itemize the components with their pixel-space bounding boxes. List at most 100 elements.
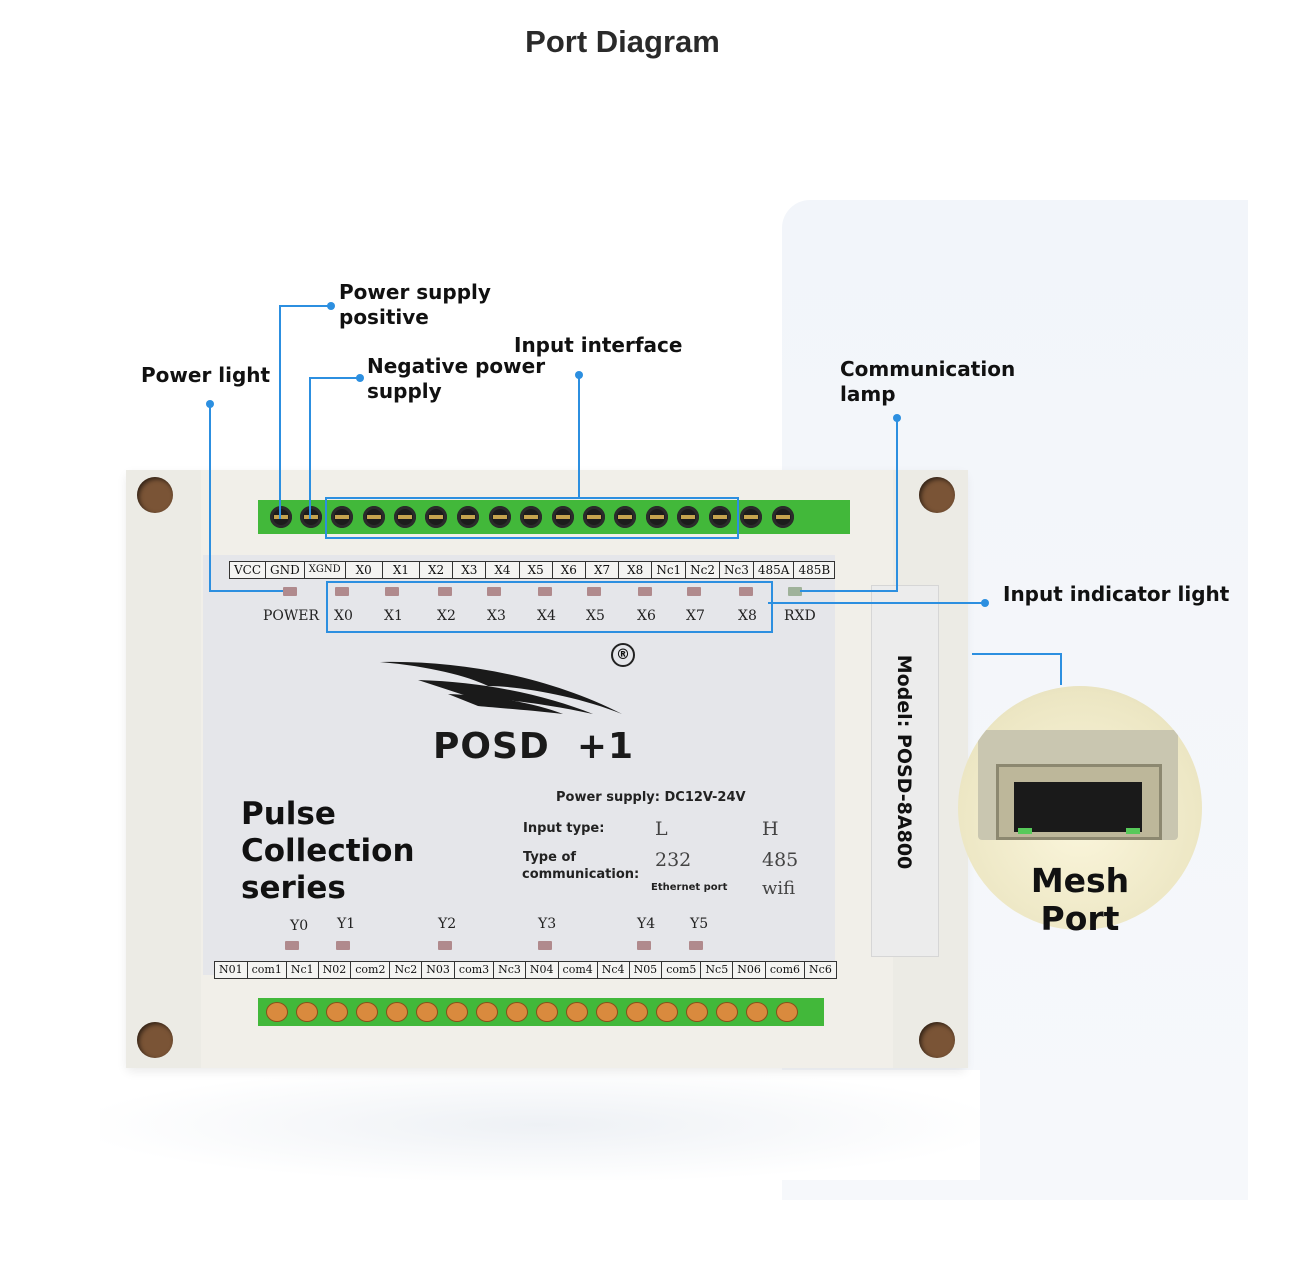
- output-label: Y0: [290, 918, 309, 934]
- terminal-screw: [356, 1002, 378, 1022]
- mesh-port-zoom: [958, 686, 1202, 930]
- series-line: Pulse: [241, 796, 336, 832]
- callout-line-text: positive: [339, 305, 429, 329]
- communication-lamp-leader: [896, 418, 898, 592]
- callout-dot: [575, 371, 583, 379]
- terminal-label: N04: [526, 962, 559, 978]
- comm-232: 232: [655, 849, 692, 871]
- port-led: [1018, 828, 1032, 834]
- terminal-label: Nc4: [598, 962, 630, 978]
- terminal-screw: [520, 506, 542, 528]
- output-label: Y5: [690, 916, 709, 932]
- device-shadow: [100, 1070, 980, 1180]
- rxd-led: [788, 587, 802, 596]
- series-line: Collection: [241, 833, 415, 869]
- terminal-screw: [425, 506, 447, 528]
- page-title: Port Diagram: [525, 24, 720, 59]
- terminal-label: GND: [266, 562, 305, 578]
- mounting-hole: [137, 1022, 173, 1058]
- terminal-label: Nc3: [720, 562, 754, 578]
- mesh-port-label: Mesh Port: [1018, 862, 1142, 938]
- terminal-label: 485B: [798, 563, 831, 577]
- terminal-block-top: [258, 500, 850, 534]
- negative-power-leader: [309, 377, 359, 379]
- terminal-screw: [656, 1002, 678, 1022]
- mesh-port-line: Port: [1040, 899, 1120, 938]
- terminal-label: 485A: [754, 562, 795, 578]
- terminal-label: Nc3: [494, 962, 526, 978]
- input-interface-highlight: [325, 497, 739, 539]
- terminal-screw: [506, 1002, 528, 1022]
- terminal-screw: [596, 1002, 618, 1022]
- terminal-label: X1: [383, 562, 420, 578]
- terminal-label: X0: [346, 562, 383, 578]
- terminal-screw: [626, 1002, 648, 1022]
- terminal-screw: [646, 506, 668, 528]
- terminal-label: X2: [420, 562, 454, 578]
- terminal-label: com1: [248, 962, 287, 978]
- input-led-label: X4: [537, 608, 556, 624]
- callout-power-light: Power light: [141, 363, 271, 387]
- comm-485: 485: [762, 849, 799, 871]
- terminal-label: com5: [662, 962, 702, 978]
- terminal-screw: [489, 506, 511, 528]
- output-led: [336, 941, 350, 950]
- brand-name: POSD +1: [433, 726, 635, 767]
- brand-logo-swoosh: [380, 661, 622, 714]
- callout-line-text: Negative power: [367, 354, 546, 378]
- terminal-screw: [476, 1002, 498, 1022]
- output-label: Y2: [438, 916, 457, 932]
- terminal-screw: [686, 1002, 708, 1022]
- terminal-screw: [270, 506, 292, 528]
- terminal-label: X3: [453, 562, 487, 578]
- terminal-screw: [677, 506, 699, 528]
- terminal-screw: [300, 506, 322, 528]
- terminal-screw: [746, 1002, 768, 1022]
- mounting-hole: [919, 477, 955, 513]
- input-led-label: X1: [384, 608, 403, 624]
- mounting-ear-left: [126, 470, 201, 1068]
- comm-wifi: wifi: [762, 878, 796, 899]
- terminal-label: N02: [319, 962, 352, 978]
- terminal-screw: [446, 1002, 468, 1022]
- callout-negative-power: Negative power supply: [367, 354, 545, 404]
- terminal-screw: [536, 1002, 558, 1022]
- output-label: Y4: [637, 916, 656, 932]
- terminal-label: X8: [619, 562, 653, 578]
- terminal-screw: [552, 506, 574, 528]
- mounting-hole: [919, 1022, 955, 1058]
- power-led: [283, 587, 297, 596]
- terminal-screw: [266, 1002, 288, 1022]
- terminal-label: com4: [559, 962, 598, 978]
- terminal-label: X4: [486, 562, 520, 578]
- device-faceplate: [203, 555, 835, 975]
- terminal-label: VCC: [230, 562, 267, 578]
- terminal-screw: [709, 506, 731, 528]
- power-light-leader: [209, 404, 211, 592]
- output-led: [285, 941, 299, 950]
- terminal-label: Nc1: [287, 962, 319, 978]
- terminal-label: N06: [733, 962, 766, 978]
- input-indicator-highlight: [326, 581, 773, 633]
- comm-label-2: communication:: [522, 867, 640, 882]
- mesh-port-leader: [972, 653, 1062, 655]
- callout-dot: [327, 302, 335, 310]
- power-positive-leader: [279, 305, 331, 307]
- terminal-screw: [583, 506, 605, 528]
- terminal-label: X6: [553, 562, 586, 578]
- registered-mark: ®: [611, 643, 635, 667]
- terminal-screw: [363, 506, 385, 528]
- input-type-h: H: [762, 818, 779, 840]
- input-interface-leader: [578, 376, 580, 498]
- terminal-block-bottom: [258, 998, 824, 1026]
- communication-lamp-leader: [800, 590, 898, 592]
- terminal-label: N05: [630, 962, 663, 978]
- mounting-hole: [137, 477, 173, 513]
- terminal-label: Nc6: [809, 963, 832, 976]
- input-led: [385, 587, 399, 596]
- terminal-screw: [457, 506, 479, 528]
- terminal-screw: [296, 1002, 318, 1022]
- input-led: [538, 587, 552, 596]
- port-led: [1126, 828, 1140, 834]
- input-led: [335, 587, 349, 596]
